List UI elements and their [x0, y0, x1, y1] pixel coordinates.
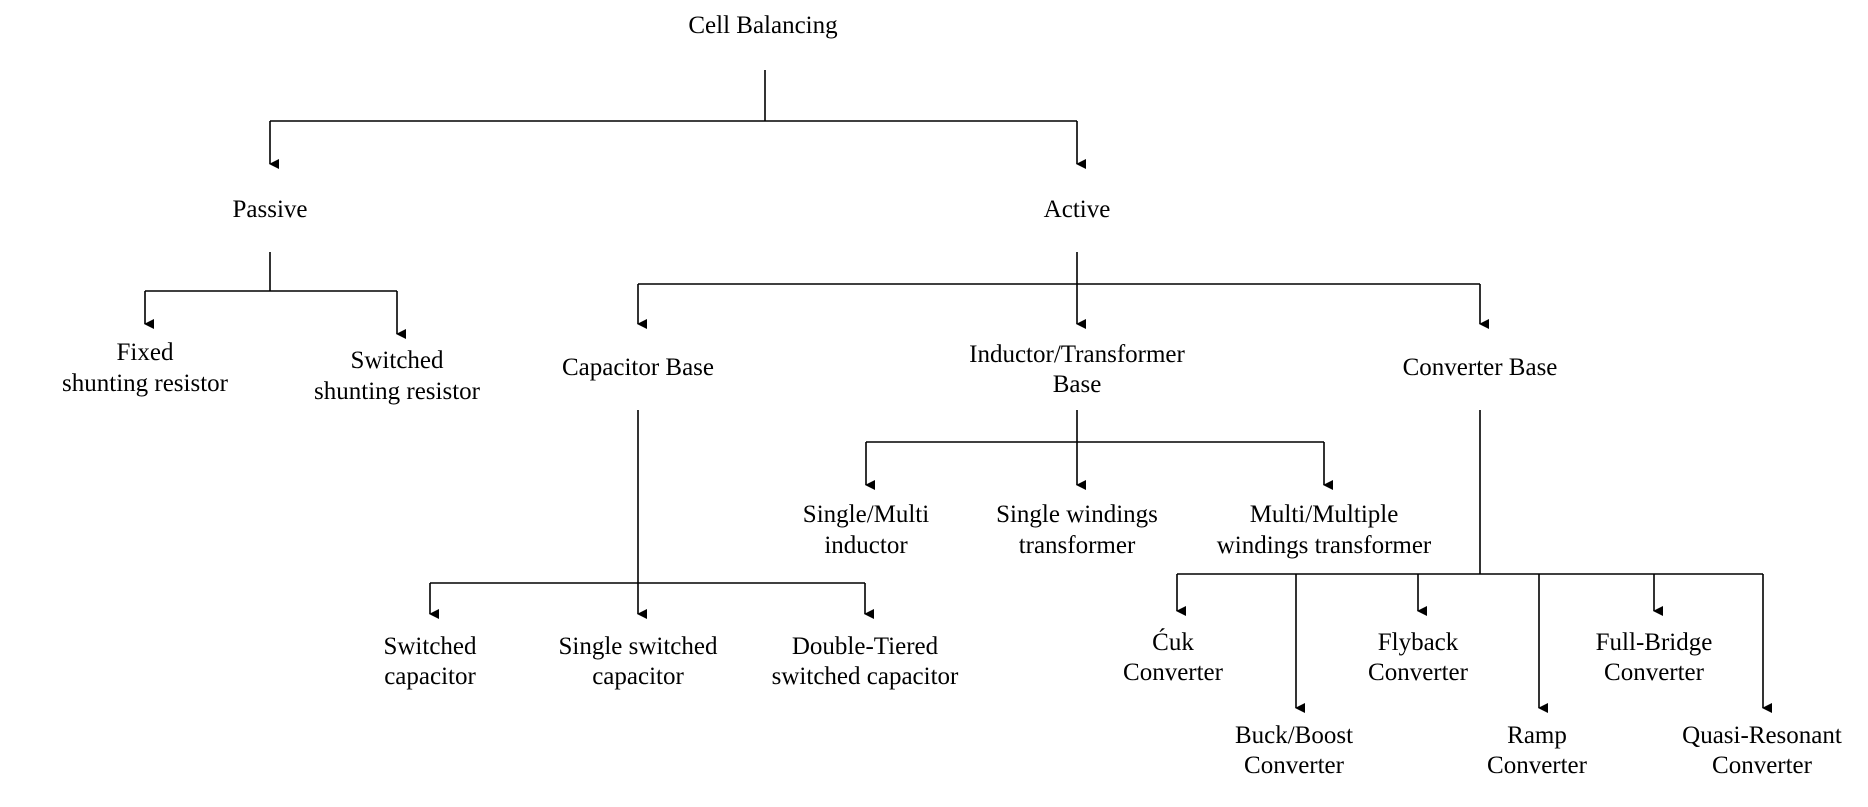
root-label: Cell Balancing — [688, 12, 838, 39]
buck-boost-converter-line1: Buck/Boost — [1235, 722, 1353, 749]
inductor-base-line2: Base — [1053, 371, 1102, 398]
full-bridge-converter-line2: Converter — [1604, 659, 1705, 686]
flyback-converter-line1: Flyback — [1378, 629, 1459, 656]
single-switched-capacitor-line1: Single switched — [558, 633, 718, 660]
active-label: Active — [1044, 196, 1111, 223]
single-multi-inductor-line2: inductor — [824, 532, 908, 559]
fixed-resistor-line2: shunting resistor — [62, 370, 229, 397]
switched-capacitor-line1: Switched — [383, 633, 477, 660]
full-bridge-converter-line1: Full-Bridge — [1596, 629, 1713, 656]
switched-capacitor-line2: capacitor — [384, 663, 476, 690]
quasi-resonant-converter-line1: Quasi-Resonant — [1682, 722, 1842, 749]
flyback-converter-line2: Converter — [1368, 659, 1469, 686]
cuk-converter-line1: Ćuk — [1152, 628, 1194, 656]
double-tiered-capacitor-line1: Double-Tiered — [792, 633, 939, 660]
quasi-resonant-converter-line2: Converter — [1712, 752, 1813, 779]
labels: Cell Balancing Passive Active Fixed shun… — [62, 12, 1842, 779]
single-switched-capacitor-line2: capacitor — [592, 663, 684, 690]
buck-boost-converter-line2: Converter — [1244, 752, 1345, 779]
ramp-converter-line1: Ramp — [1507, 722, 1567, 749]
multi-windings-line1: Multi/Multiple — [1250, 501, 1399, 528]
multi-windings-line2: windings transformer — [1217, 532, 1432, 559]
converter-base-label: Converter Base — [1403, 354, 1558, 381]
fixed-resistor-line1: Fixed — [117, 339, 174, 366]
connectors — [144, 70, 1772, 713]
switched-resistor-line1: Switched — [350, 347, 444, 374]
single-multi-inductor-line1: Single/Multi — [803, 501, 929, 528]
inductor-base-line1: Inductor/Transformer — [969, 341, 1185, 368]
single-windings-line2: transformer — [1019, 532, 1136, 559]
single-windings-line1: Single windings — [996, 501, 1158, 528]
passive-label: Passive — [233, 196, 308, 223]
ramp-converter-line2: Converter — [1487, 752, 1588, 779]
capacitor-base-label: Capacitor Base — [562, 354, 714, 381]
double-tiered-capacitor-line2: switched capacitor — [772, 663, 959, 690]
cuk-converter-line2: Converter — [1123, 659, 1224, 686]
switched-resistor-line2: shunting resistor — [314, 378, 481, 405]
